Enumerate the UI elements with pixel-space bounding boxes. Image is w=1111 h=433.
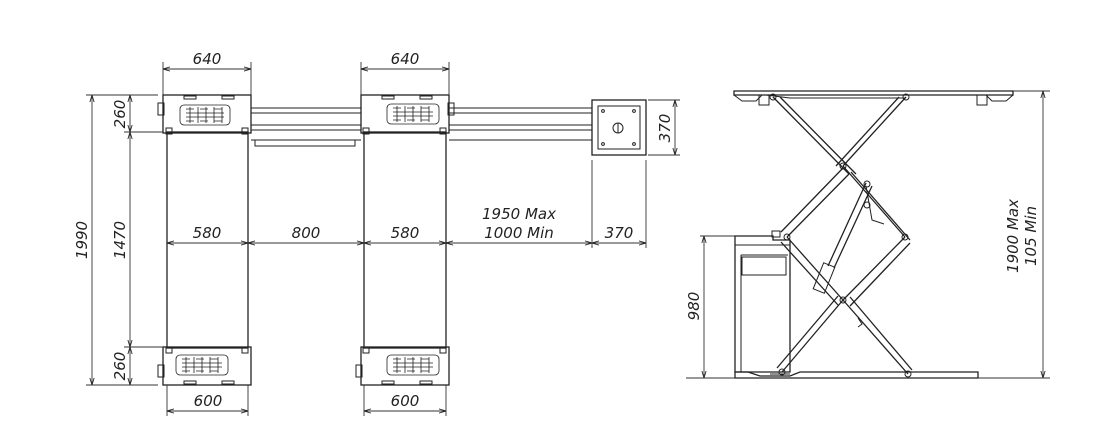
dim-end-length-bottom: 260 xyxy=(111,352,129,381)
dim-top-width-right: 640 xyxy=(391,50,420,68)
tread-plate-top-right xyxy=(386,103,440,125)
dim-overall-length: 1990 xyxy=(73,221,91,259)
tread-plate-bottom-left xyxy=(175,354,229,376)
dim-height-max: 1900 Max xyxy=(1004,199,1022,273)
dim-height-min: 105 Min xyxy=(1022,206,1040,266)
control-unit-side xyxy=(734,230,791,373)
dim-bottom-width-right: 600 xyxy=(391,392,420,410)
dim-platform-width-right: 580 xyxy=(391,224,420,242)
side-dimension-lines xyxy=(704,91,1043,378)
dim-platform-width-left: 580 xyxy=(193,224,222,242)
dim-inner-gap: 800 xyxy=(292,224,321,242)
dim-console-distance-max: 1950 Max xyxy=(482,205,556,223)
lift-base xyxy=(734,371,979,379)
dim-console-height: 980 xyxy=(685,292,703,321)
dim-end-length-top: 260 xyxy=(111,100,129,129)
control-console-top xyxy=(591,99,647,156)
dimension-lines xyxy=(92,69,675,411)
lift-platform-side xyxy=(733,90,1014,106)
dim-bottom-width-left: 600 xyxy=(194,392,223,410)
tread-plate-bottom-right xyxy=(386,354,440,376)
dim-console-width: 370 xyxy=(605,224,634,242)
left-platform xyxy=(157,94,252,386)
dim-middle-length: 1470 xyxy=(111,221,129,259)
cross-beams xyxy=(251,107,592,147)
dim-console-distance-min: 1000 Min xyxy=(484,224,554,242)
scissor-mechanism xyxy=(772,96,913,378)
right-platform xyxy=(355,94,455,386)
plan-view: 640 640 600 600 580 800 580 1950 Max 100… xyxy=(73,50,680,416)
tread-plate-top-left xyxy=(179,104,231,126)
extension-lines xyxy=(86,62,680,416)
dim-top-width-left: 640 xyxy=(193,50,222,68)
side-view: 1900 Max 105 Min 980 xyxy=(685,90,1050,379)
dim-console-depth: 370 xyxy=(656,114,674,143)
